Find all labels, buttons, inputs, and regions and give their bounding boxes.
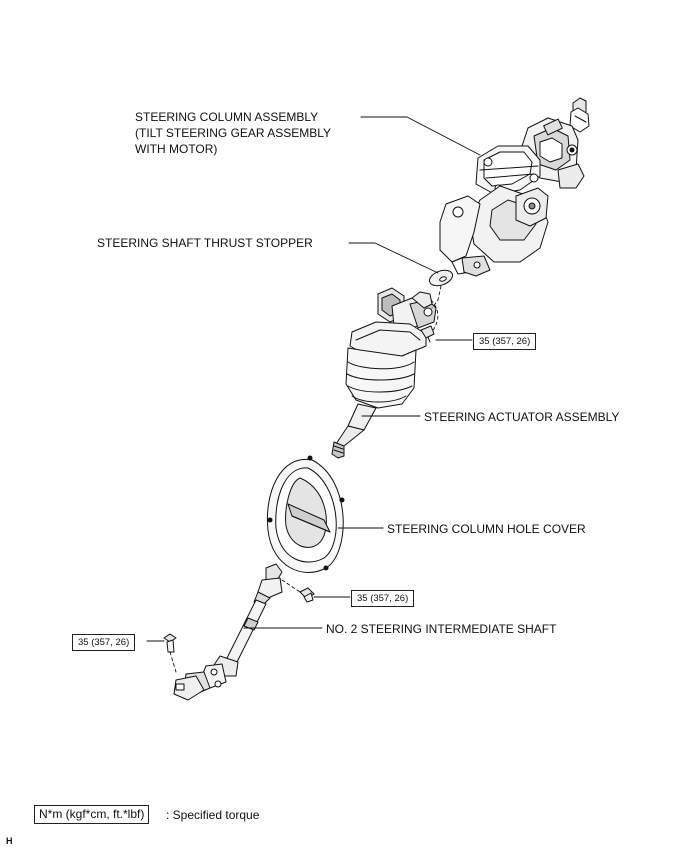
torque-spec-actuator-bolt: 35 (357, 26): [473, 333, 537, 350]
column-label-line-1: STEERING COLUMN ASSEMBLY: [135, 110, 319, 124]
legend-description: : Specified torque: [166, 808, 260, 822]
label-steering-column-assembly: STEERING COLUMN ASSEMBLY (TILT STEERING …: [135, 109, 331, 157]
column-label-line-3: WITH MOTOR): [135, 142, 218, 156]
label-no2-intermediate-shaft: NO. 2 STEERING INTERMEDIATE SHAFT: [326, 622, 557, 636]
steering-actuator-assembly: [331, 287, 437, 459]
no2-intermediate-shaft: [173, 563, 283, 701]
steering-column-assembly: [439, 97, 590, 277]
steering-column-hole-cover: [266, 455, 345, 573]
column-label-line-2: (TILT STEERING GEAR ASSEMBLY: [135, 126, 332, 140]
thrust-stopper: [428, 269, 454, 287]
leader-lines: [146, 116, 481, 642]
shaft-lower-bolt: [163, 633, 177, 653]
corner-mark: H: [6, 836, 13, 846]
dashed-assembly-lines: [169, 285, 442, 673]
legend-torque-unit: N*m (kgf*cm, ft.*lbf): [34, 805, 150, 824]
torque-spec-shaft-upper-bolt: 35 (357, 26): [351, 590, 415, 607]
shaft-upper-bolt: [299, 587, 315, 603]
label-steering-actuator-assembly: STEERING ACTUATOR ASSEMBLY: [424, 410, 620, 424]
label-thrust-stopper: STEERING SHAFT THRUST STOPPER: [97, 236, 313, 250]
torque-spec-shaft-lower-bolt: 35 (357, 26): [72, 634, 136, 651]
label-steering-column-hole-cover: STEERING COLUMN HOLE COVER: [387, 522, 586, 536]
actuator-bolt: [420, 325, 435, 343]
